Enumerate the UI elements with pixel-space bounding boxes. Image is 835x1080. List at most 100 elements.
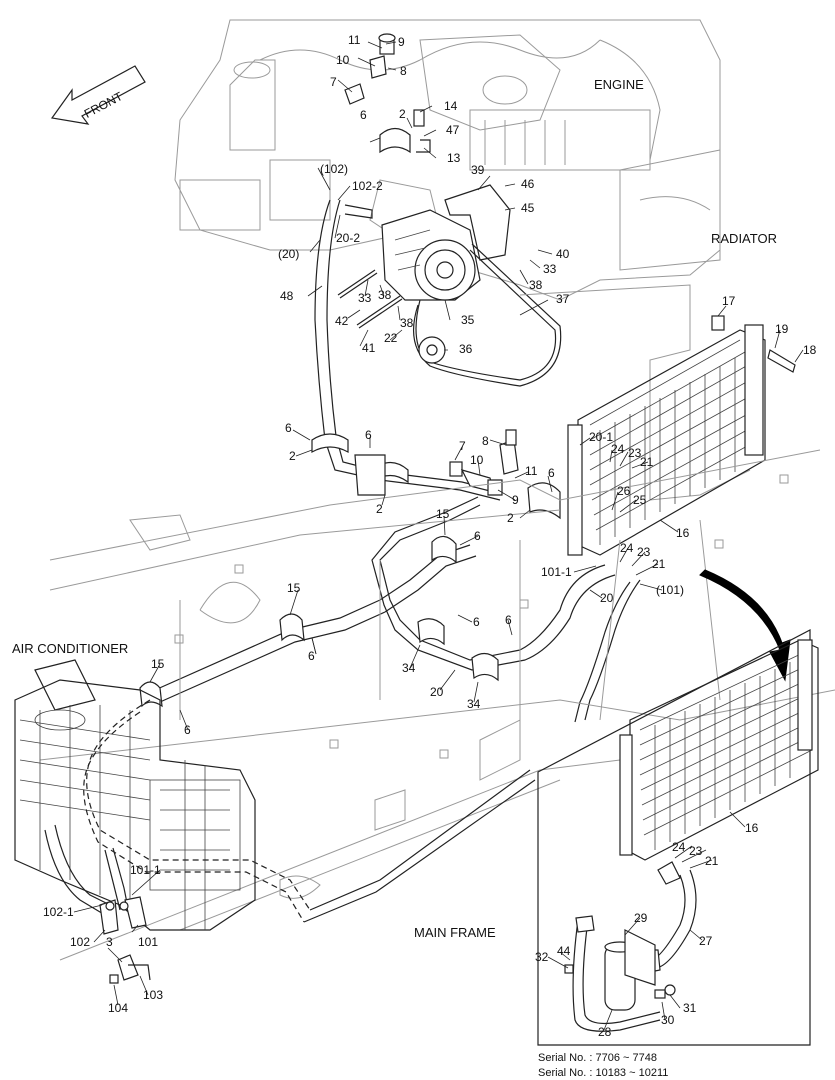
callout: 29 (634, 911, 648, 925)
callout: 10 (470, 453, 484, 467)
callout: 6 (473, 615, 480, 629)
callout: 102-1 (43, 905, 74, 919)
callout: 22 (384, 331, 398, 345)
front-arrow (50, 65, 146, 125)
radiator-label: RADIATOR (711, 231, 777, 246)
callout: 102 (70, 935, 90, 949)
callout: 7 (459, 439, 466, 453)
callout: 15 (436, 507, 450, 521)
callout: 20 (430, 685, 444, 699)
callout: 30 (661, 1013, 675, 1027)
callout: 26 (617, 484, 631, 498)
callout: 35 (461, 313, 475, 327)
hose-clamps-15 (139, 535, 499, 708)
callout: 6 (548, 466, 555, 480)
callout: 6 (474, 529, 481, 543)
bolt-41 (356, 295, 403, 329)
lower-hoses (154, 496, 641, 723)
main-frame (39, 449, 835, 961)
callout: 24 (672, 840, 686, 854)
callout: 21 (652, 557, 666, 571)
callout: 101-1 (541, 565, 572, 579)
callout: 15 (287, 581, 301, 595)
callout: 20 (600, 591, 614, 605)
callout: 24 (620, 541, 634, 555)
drive-belt (415, 249, 557, 381)
compressor-bracket (444, 184, 511, 261)
callout: 9 (398, 35, 405, 49)
serial-number-1: Serial No. : 7706 ~ 7748 (538, 1052, 657, 1064)
callout: 34 (467, 697, 481, 711)
callout: 101-1 (130, 863, 161, 877)
callout: 27 (699, 934, 713, 948)
callout: (102) (320, 162, 348, 176)
hose-2-clamps (311, 433, 561, 520)
callout: 8 (400, 64, 407, 78)
callout: 23 (689, 844, 703, 858)
callout: 42 (335, 314, 349, 328)
bolt-42 (337, 269, 378, 299)
callout: 21 (705, 854, 719, 868)
callout: 38 (400, 316, 414, 330)
callout: 31 (683, 1001, 697, 1015)
callout: 38 (529, 278, 543, 292)
engine-drawing (174, 19, 721, 301)
main-frame-label: MAIN FRAME (414, 925, 496, 940)
callout: 47 (446, 123, 460, 137)
callout: 104 (108, 1001, 128, 1015)
callout: 44 (557, 944, 571, 958)
condenser-inset (619, 639, 819, 861)
callout: 37 (556, 292, 570, 306)
callout: 6 (308, 649, 315, 663)
air-conditioner-label: AIR CONDITIONER (12, 641, 128, 656)
leader-lines (73, 41, 804, 1031)
callout: 2 (399, 107, 406, 121)
callout: 6 (184, 723, 191, 737)
callout: 38 (378, 288, 392, 302)
callout: 2 (507, 511, 514, 525)
callout: 36 (459, 342, 473, 356)
callout: (20) (278, 247, 299, 261)
inset-box (537, 629, 811, 1046)
callout: 7 (330, 75, 337, 89)
callout: 24 (611, 442, 625, 456)
callout: 16 (745, 821, 759, 835)
callout: 39 (471, 163, 485, 177)
callout: 41 (362, 341, 376, 355)
callout: 18 (803, 343, 817, 357)
callout: 6 (365, 428, 372, 442)
engine-label: ENGINE (594, 77, 644, 92)
callout: 8 (482, 434, 489, 448)
callout: 6 (505, 613, 512, 627)
callout: 19 (775, 322, 789, 336)
callout: 16 (676, 526, 690, 540)
ac-fittings (99, 896, 151, 984)
callout: 48 (280, 289, 294, 303)
compressor (381, 209, 481, 301)
callout: 40 (556, 247, 570, 261)
callout: 23 (637, 545, 651, 559)
callout: 17 (722, 294, 736, 308)
callout: 32 (535, 950, 549, 964)
callout: 14 (444, 99, 458, 113)
callout: 21 (640, 455, 654, 469)
callout: 45 (521, 201, 535, 215)
front-label: FRONT (82, 89, 126, 121)
callout: 9 (512, 493, 519, 507)
callout: 33 (543, 262, 557, 276)
top-fittings (344, 33, 431, 154)
callout: 10 (336, 53, 350, 67)
callout: 23 (628, 446, 642, 460)
callout-labels: 9 11 10 8 7 2 14 6 47 13 (102) 102-2 39 … (43, 33, 817, 1039)
condenser-upper (519, 284, 796, 556)
callout: 46 (521, 177, 535, 191)
callout: 33 (358, 291, 372, 305)
callout: (101) (656, 583, 684, 597)
callout: 13 (447, 151, 461, 165)
callout: 28 (598, 1025, 612, 1039)
callout: 20-2 (336, 231, 360, 245)
callout: 101 (138, 935, 158, 949)
callout: 6 (285, 421, 292, 435)
receiver-drier (564, 861, 697, 1032)
